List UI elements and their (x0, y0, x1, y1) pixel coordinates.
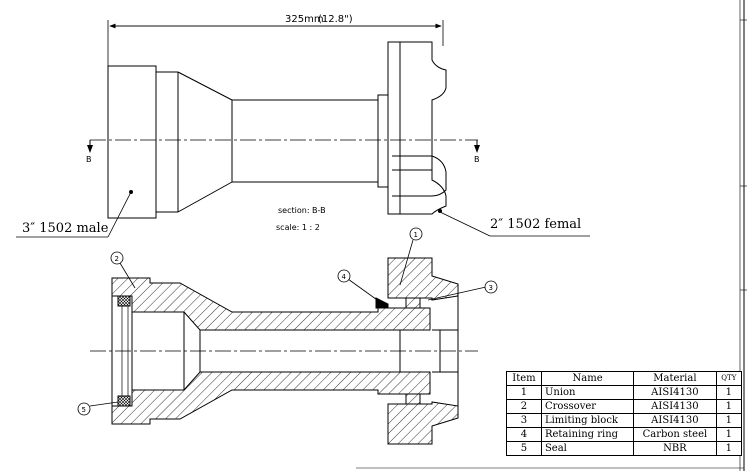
female-end-label: 2″ 1502 femal (490, 217, 581, 232)
svg-text:4: 4 (342, 273, 347, 281)
leader-male (16, 191, 132, 238)
svg-text:5: 5 (82, 406, 86, 414)
dimension-inch: (12.8") (318, 14, 353, 25)
section-mark-left: B (86, 155, 92, 164)
balloon-leaders (89, 239, 487, 407)
male-end-label: 3″ 1502 male (22, 221, 109, 236)
bom-header-name: Name (540, 371, 635, 386)
bill-of-materials: Item Name Material QTY 1 Union AISI4130 … (506, 371, 743, 456)
balloon-2: 2 (110, 251, 124, 265)
balloon-1: 1 (409, 227, 423, 241)
section-mark-right: B (474, 155, 480, 164)
table-row: 1 Union AISI4130 1 (506, 385, 743, 400)
section-arrows (87, 140, 480, 153)
top-view (107, 41, 447, 219)
bom-header-material: Material (633, 371, 717, 386)
overall-length-dimension (107, 20, 444, 66)
leader-female (439, 211, 590, 237)
scale-note: scale: 1 : 2 (276, 223, 320, 232)
section-view (111, 257, 459, 445)
bom-header-item: Item (506, 371, 542, 386)
table-row: 2 Crossover AISI4130 1 (506, 399, 743, 414)
table-row: 5 Seal NBR 1 (506, 441, 743, 456)
balloon-5: 5 (77, 402, 91, 416)
leader-dot-male (129, 190, 133, 194)
balloon-3: 3 (484, 280, 498, 294)
svg-text:1: 1 (414, 231, 418, 239)
dimension-value: 325mm (285, 14, 324, 25)
balloon-4: 4 (337, 269, 351, 283)
svg-text:2: 2 (115, 255, 119, 263)
svg-text:3: 3 (489, 284, 493, 292)
bom-header-qty: QTY (715, 371, 743, 386)
leader-dot-female (438, 209, 442, 213)
bom-header: Item Name Material QTY (506, 371, 743, 386)
table-row: 4 Retaining ring Carbon steel 1 (506, 427, 743, 442)
section-note: section: B-B (278, 206, 326, 215)
table-row: 3 Limiting block AISI4130 1 (506, 413, 743, 428)
